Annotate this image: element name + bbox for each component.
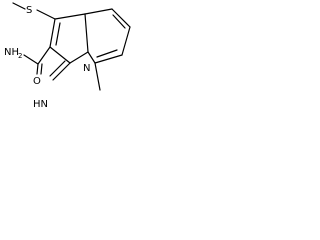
atom-o: O [33,76,41,87]
atom-nh2-subscript: 2 [18,52,22,60]
structure-svg: S NH 2 O HN N [4,2,131,110]
bond-carbonyl-nh2 [23,54,39,65]
bond-c3-nh-double [49,60,66,77]
bond-c7-c6 [111,8,131,28]
atom-n-ring: N [83,63,90,74]
bond-methyl-s [12,2,26,10]
bond-c3-nh [52,62,71,81]
bond-c5-c4-double [96,49,118,58]
bond-c2-c3 [49,46,71,64]
bond-c6-c5 [121,26,131,56]
bond-carbonyl-o [36,63,39,75]
atom-s: S [26,5,32,16]
atom-nh2: NH [4,47,19,58]
bond-c7a-c7 [84,8,113,15]
bond-c7-c6-double [112,14,126,29]
bond-c2-carbonyl [37,46,51,65]
bond-c1-c7a [54,13,86,20]
bond-c4-methyl [94,62,101,91]
molecule-diagram: S NH 2 O HN N [0,0,157,123]
bond-c4-n [87,51,96,64]
bond-s-c1 [36,9,56,20]
bond-c1-c2 [49,18,56,48]
bond-n-c7a [84,13,89,53]
bond-c3-n [69,51,89,64]
bond-c5-c4 [94,54,123,64]
bond-carbonyl-o-double [40,63,43,75]
bond-c1-c2-double [55,22,61,46]
atom-hn: HN [33,99,48,110]
